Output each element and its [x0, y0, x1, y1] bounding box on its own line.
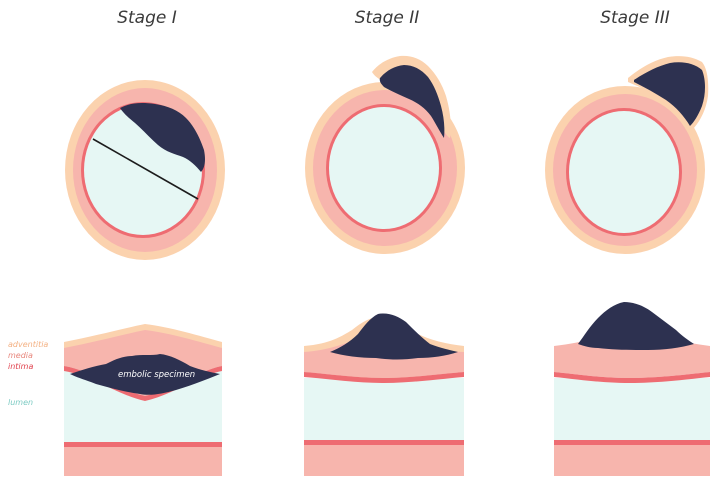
stage-3-longitudinal	[554, 302, 710, 476]
stage-1-title: Stage I	[87, 8, 207, 28]
stage-1-longitudinal	[64, 324, 222, 476]
stage-1-long-intima-bottom	[64, 442, 222, 447]
stage-3-long-media-bottom	[554, 445, 710, 476]
intima-label: intima	[8, 362, 33, 372]
media-label: media	[8, 351, 33, 361]
stage-3-lumen	[569, 111, 679, 233]
stage-2-long-intima-bottom	[304, 440, 464, 445]
stage-3-cross-section	[545, 56, 708, 254]
adventitia-label: adventitia	[8, 340, 48, 350]
stage-3-title: Stage III	[575, 8, 695, 28]
stage-1-cross-section	[65, 80, 225, 260]
stage-3-long-embolus	[578, 302, 694, 350]
stage-2-lumen	[329, 107, 439, 229]
lumen-label: lumen	[8, 398, 33, 408]
stage-2-cross-section	[305, 56, 465, 254]
stage-3-long-intima-bottom	[554, 440, 710, 445]
embolic-specimen-label: embolic specimen	[118, 370, 195, 380]
stage-2-long-media-bottom	[304, 445, 464, 476]
stage-1-long-media-bottom	[64, 447, 222, 476]
stage-2-title: Stage II	[327, 8, 447, 28]
stage-2-longitudinal	[304, 313, 464, 476]
